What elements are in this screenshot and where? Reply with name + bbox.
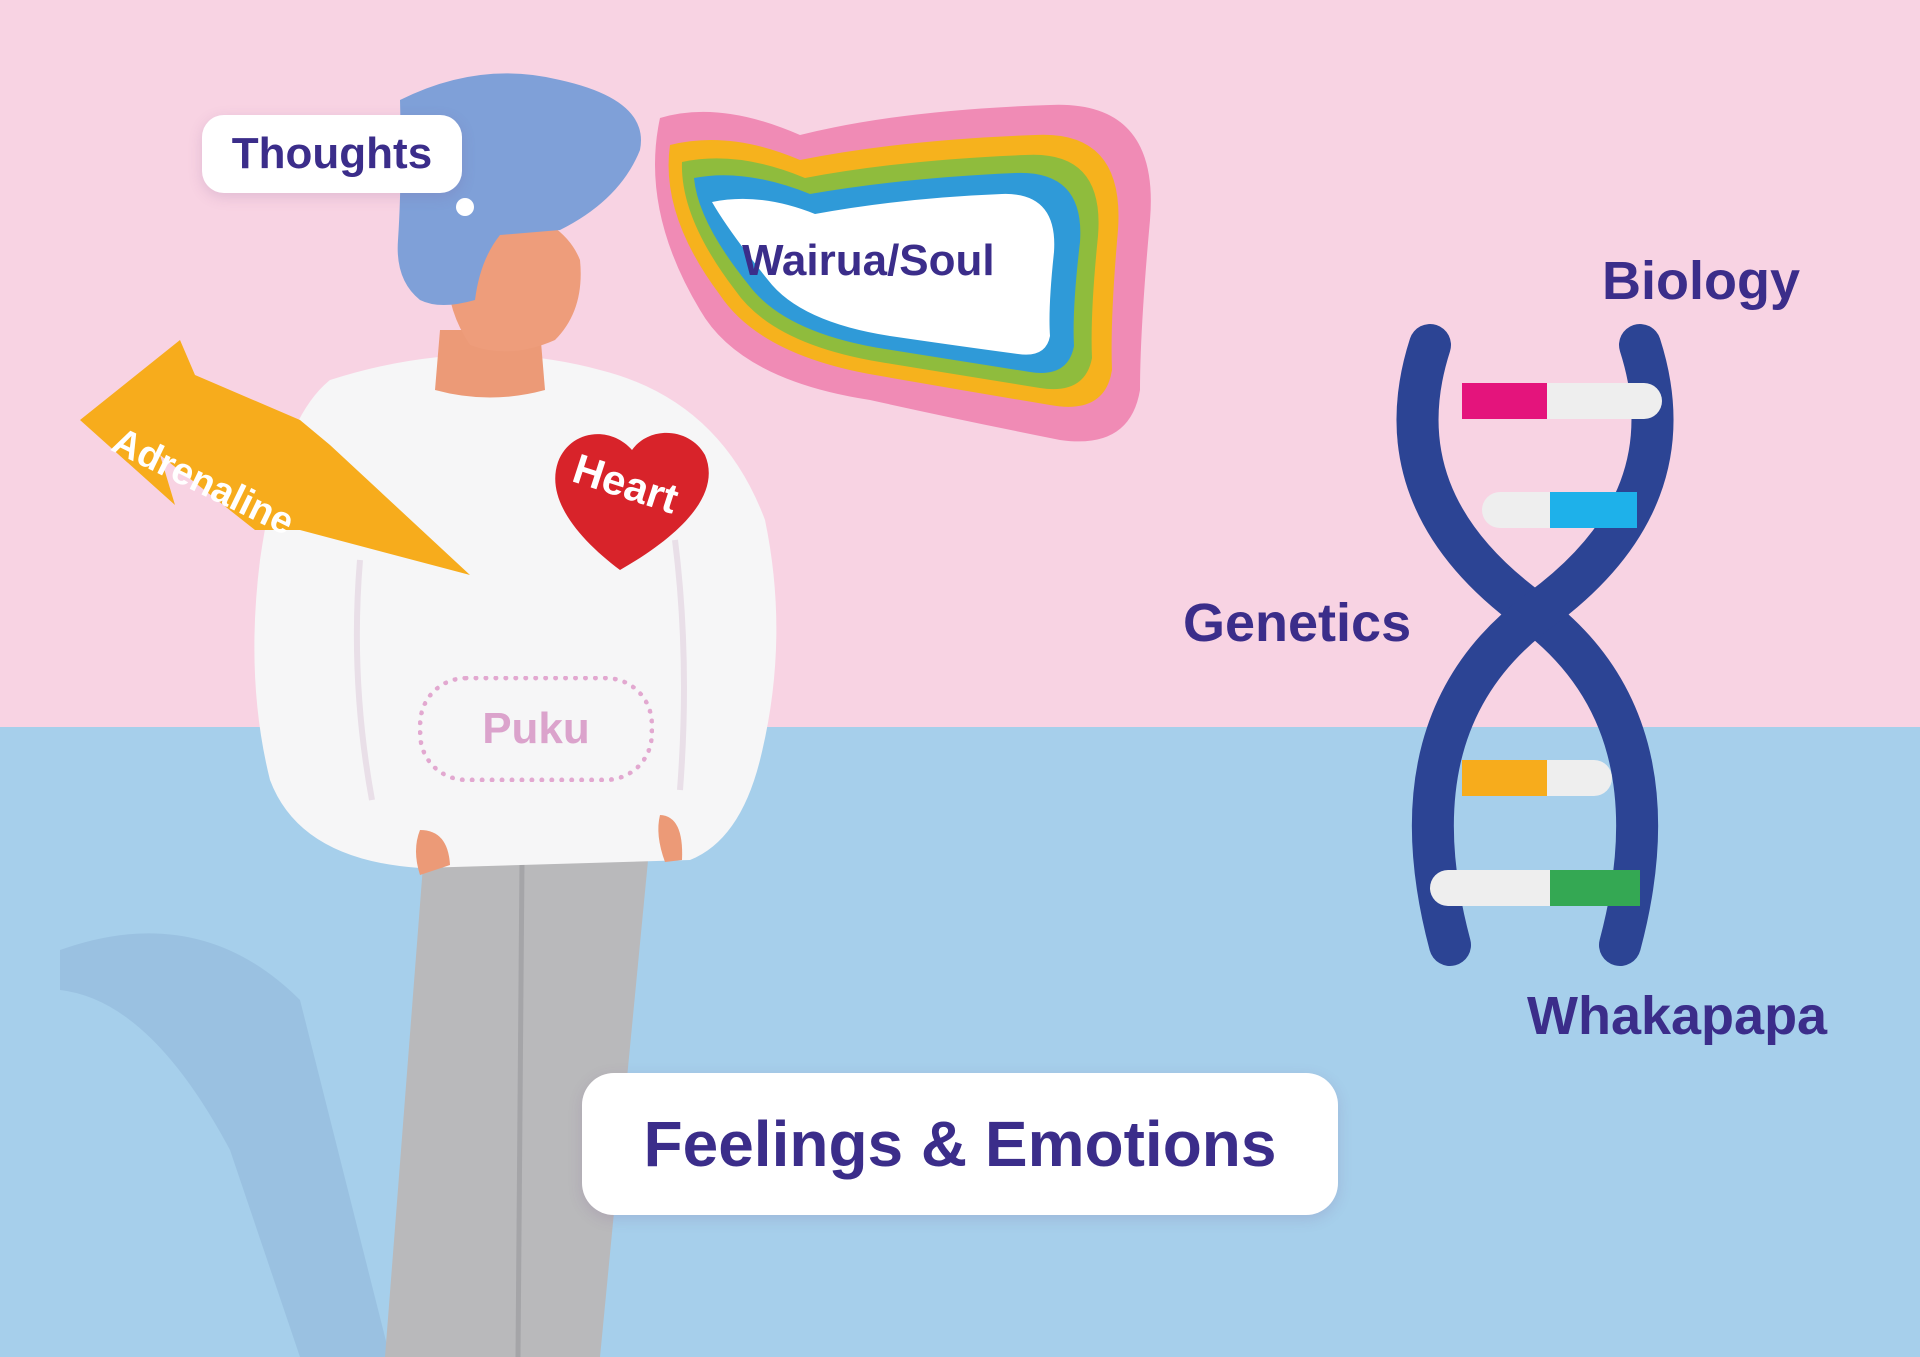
lightning-bolt-icon	[80, 340, 470, 575]
heart-icon	[555, 432, 709, 570]
biology-label: Biology	[1602, 251, 1800, 311]
person-shadow	[60, 933, 390, 1357]
person-torso	[254, 354, 777, 868]
wairua-soul-label: Wairua/Soul	[742, 236, 995, 285]
feelings-emotions-title: Feelings & Emotions	[582, 1073, 1338, 1215]
rainbow-cloud-icon	[655, 104, 1151, 442]
right-hand	[658, 815, 683, 862]
dna-helix-icon	[1396, 324, 1674, 966]
left-hand	[416, 830, 450, 875]
whakapapa-label: Whakapapa	[1527, 986, 1828, 1046]
person-legs	[385, 840, 650, 1357]
genetics-label: Genetics	[1183, 593, 1412, 653]
puku-label: Puku	[418, 676, 654, 782]
hair-dot	[456, 198, 474, 216]
thoughts-label: Thoughts	[202, 115, 462, 193]
